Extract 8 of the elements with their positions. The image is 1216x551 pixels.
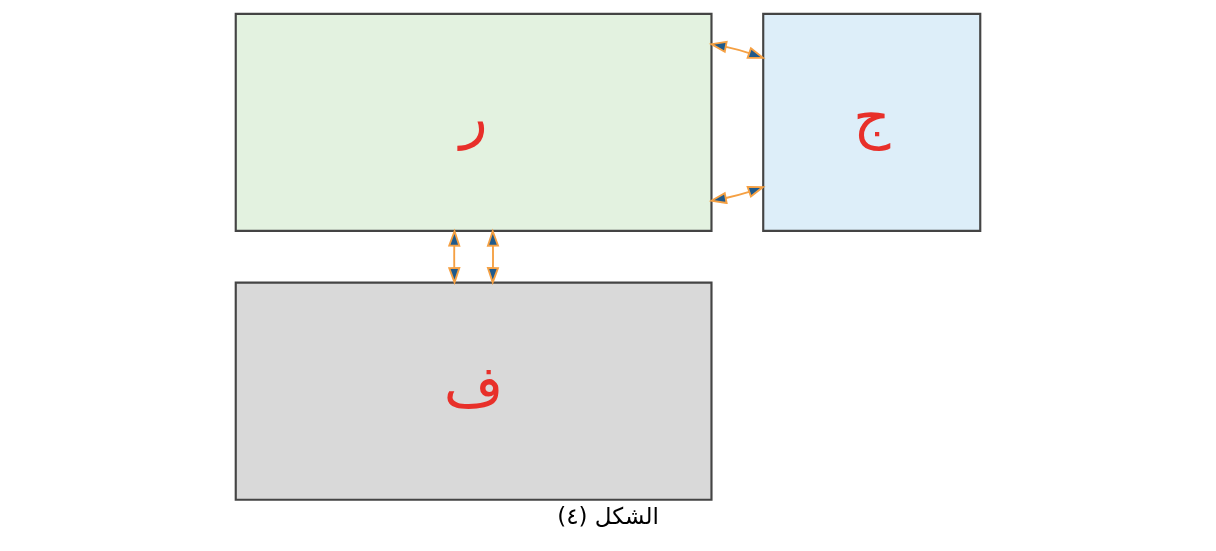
arrow — [708, 186, 766, 205]
arrow — [708, 40, 766, 59]
node-box: ر — [234, 12, 713, 232]
arrow — [486, 228, 500, 286]
node-box: ج — [762, 12, 982, 232]
arrow — [447, 228, 461, 286]
node-box: ف — [234, 281, 713, 501]
caption: الشكل (٤) — [557, 502, 659, 529]
